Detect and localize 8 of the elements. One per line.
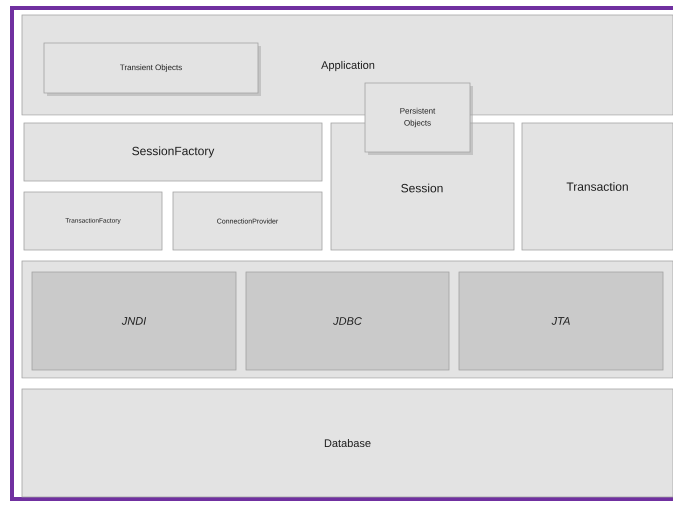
component-box: Persistent Objects (364, 82, 473, 155)
component-box: JTA (458, 272, 664, 370)
component-box: JNDI (32, 272, 236, 370)
component-box: Transaction (522, 122, 673, 250)
component-box: Database (22, 388, 673, 498)
component-box: SessionFactory (24, 122, 322, 182)
component-box: Transient Objects (44, 42, 261, 96)
component-box: JDBC (246, 272, 450, 370)
